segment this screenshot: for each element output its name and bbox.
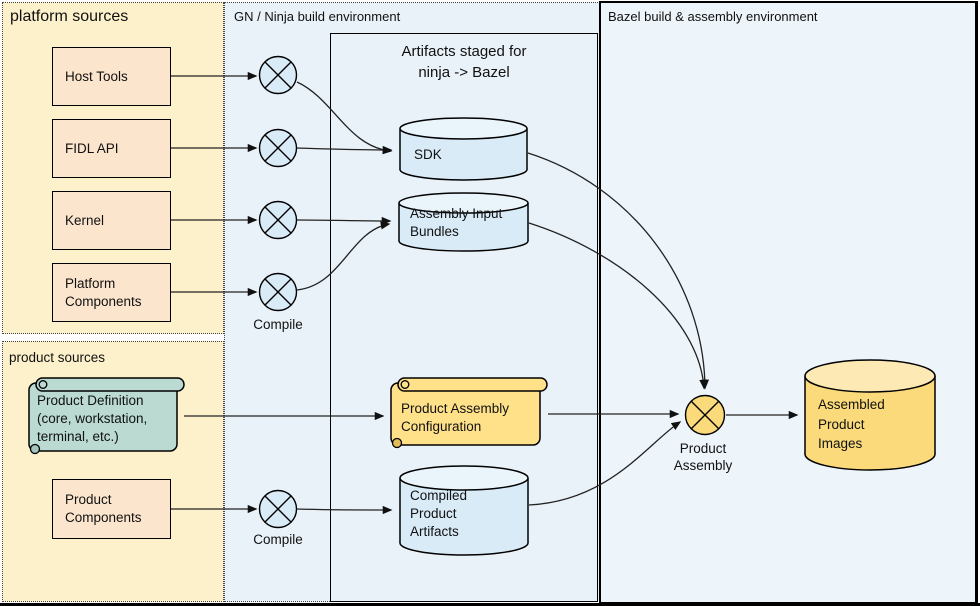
platform-components-box: Platform Components [52, 263, 171, 322]
kernel-box: Kernel [52, 191, 171, 250]
bazel-region-title: Bazel build & assembly environment [608, 9, 818, 24]
product-assembly-label: Product Assembly [673, 441, 733, 473]
product-components-box: Product Components [52, 479, 171, 539]
fidl-api-label: FIDL API [65, 140, 119, 156]
staging-box-title: Artifacts staged for ninja -> Bazel [401, 43, 527, 81]
product-definition-label: Product Definition (core, workstation, t… [37, 393, 148, 444]
compile-label-product: Compile [253, 532, 303, 547]
product-sources-title: product sources [9, 350, 106, 365]
platform-sources-title: platform sources [10, 8, 129, 25]
bazel-region [599, 1, 978, 604]
sdk-label: SDK [414, 147, 442, 162]
host-tools-box: Host Tools [52, 47, 171, 106]
gn-region-title: GN / Ninja build environment [234, 9, 401, 24]
compile-label-platform: Compile [253, 317, 303, 332]
product-components-label: Product Components [65, 492, 142, 525]
image-bottom-edge [0, 603, 980, 606]
fidl-api-box: FIDL API [52, 119, 171, 178]
kernel-label: Kernel [65, 212, 105, 228]
assembled-product-images-label: Assembled Product Images [818, 397, 885, 451]
host-tools-label: Host Tools [65, 68, 128, 84]
assembly-input-bundles-label: Assembly Input Bundles [410, 206, 503, 239]
compiled-product-artifacts-label: Compiled Product Artifacts [410, 488, 468, 539]
platform-components-label: Platform Components [65, 275, 142, 309]
product-assembly-configuration-label: Product Assembly Configuration [401, 401, 510, 434]
product-sources-region [2, 341, 224, 602]
